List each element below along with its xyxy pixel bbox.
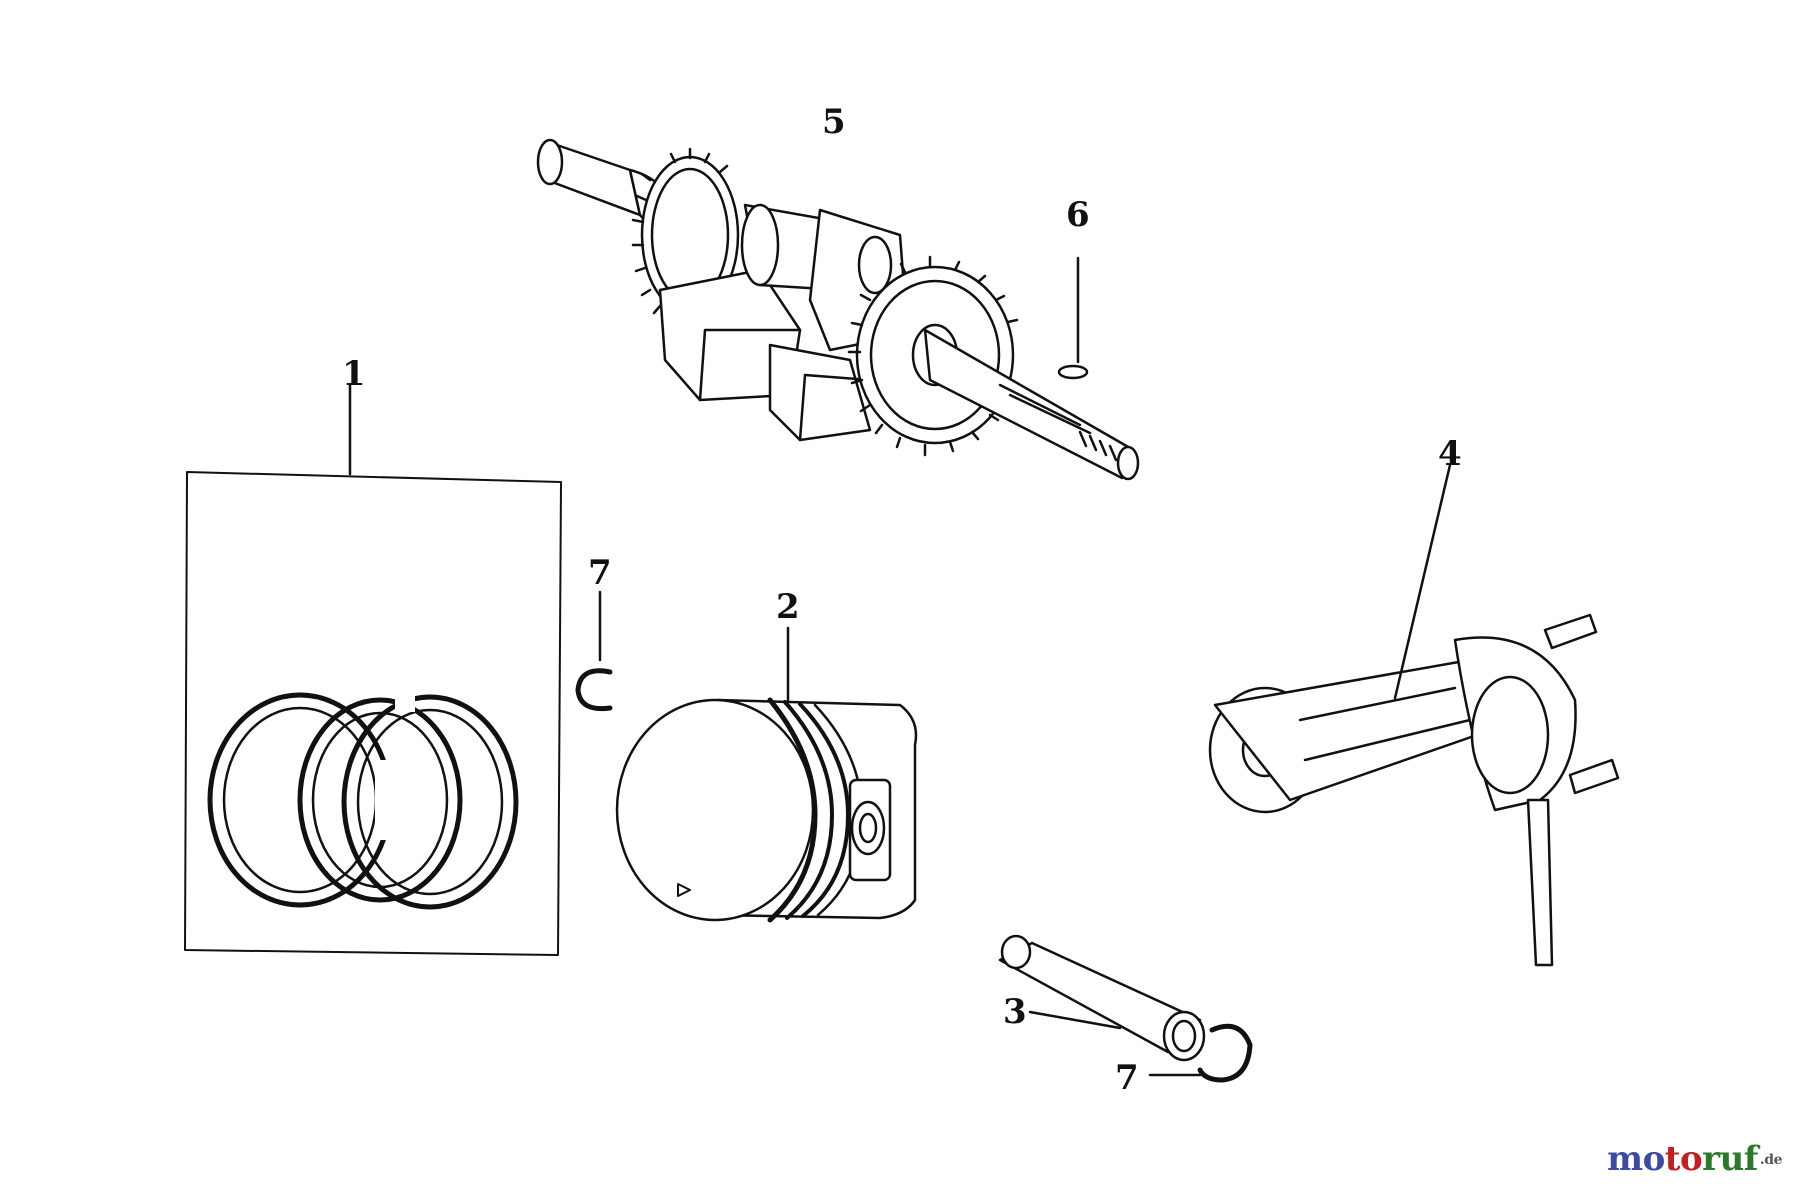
motoruf-watermark: motoruf.de — [1607, 1139, 1782, 1179]
woodruff-key-drawing — [1057, 256, 1089, 380]
callout-1: 1 — [342, 354, 366, 394]
watermark-to: to — [1664, 1139, 1703, 1179]
callout-6: 6 — [1066, 195, 1090, 235]
callout-2: 2 — [776, 587, 800, 627]
watermark-domain: .de — [1759, 1152, 1783, 1168]
watermark-mo: mo — [1607, 1139, 1665, 1179]
circlip-left-drawing — [575, 590, 613, 712]
piston-pin-drawing — [998, 934, 1206, 1062]
connecting-rod-drawing — [1208, 463, 1620, 967]
callout-5: 5 — [822, 102, 846, 142]
watermark-ruf: ruf — [1702, 1139, 1758, 1179]
circlip-right-drawing — [1148, 1023, 1253, 1083]
callout-7-right: 7 — [1115, 1058, 1139, 1098]
piston-ring-set-drawing — [184, 383, 562, 956]
callout-4: 4 — [1438, 434, 1462, 474]
callout-7-left: 7 — [588, 553, 612, 593]
callout-3: 3 — [1003, 992, 1027, 1032]
piston-drawing — [615, 626, 918, 923]
crank-left-gear — [631, 147, 740, 315]
crankshaft-drawing — [536, 138, 1140, 481]
